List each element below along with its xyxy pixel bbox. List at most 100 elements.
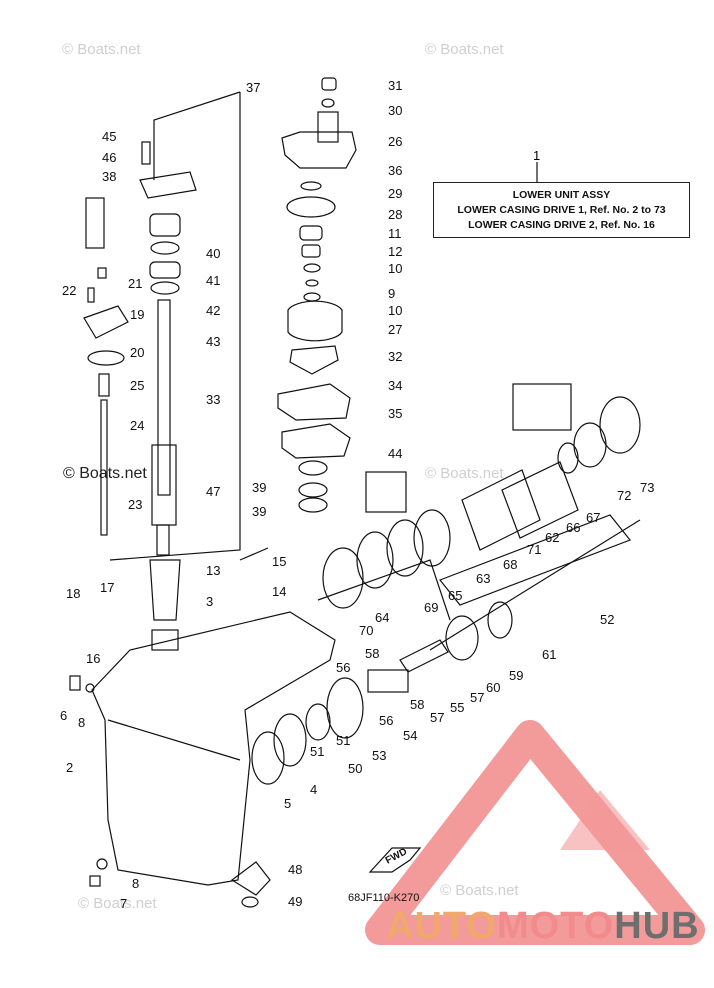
callout: 45 [102,129,116,144]
part-4 [273,713,307,767]
part-26-housing [281,131,357,169]
brand-part-hub: HUB [614,905,700,947]
watermark: © Boats.net [62,41,141,58]
callout: 10 [388,303,402,318]
callout: 14 [272,584,286,599]
callout: 46 [102,150,116,165]
part-10b [303,292,321,302]
part-53-gear [326,677,364,739]
callout: 67 [586,510,600,525]
part-73 [599,396,641,454]
part-69 [356,531,394,589]
part-49 [241,896,259,908]
callout: 16 [86,651,100,666]
drive-shaft-end [156,524,170,556]
part-51 [305,703,331,741]
callout: 5 [284,796,291,811]
part-8a [85,683,95,693]
callout: 7 [120,896,127,911]
watermark: © Boats.net [425,465,504,482]
part-60 [445,615,479,661]
part-25 [98,373,110,397]
casing-ridge [107,719,241,761]
bracket-52 [429,519,641,651]
leader-shaft [109,92,241,561]
callout: 22 [62,283,76,298]
callout: 56 [336,660,350,675]
callout: 38 [102,169,116,184]
callout: 30 [388,103,402,118]
callout: 17 [100,580,114,595]
callout: 56 [379,713,393,728]
part-21 [97,267,107,279]
part-48 [230,861,271,896]
callout: 65 [448,588,462,603]
callout: 25 [130,378,144,393]
leader-37-38 [153,91,241,180]
callout: 8 [78,715,85,730]
callout: 29 [388,186,402,201]
callout: 21 [128,276,142,291]
callout: 58 [410,697,424,712]
assy-line-drive-2: LOWER CASING DRIVE 2, Ref. No. 16 [468,219,655,231]
part-57 [399,639,449,673]
inset-box-71 [512,383,572,431]
callout: 40 [206,246,220,261]
bracket-64-70 [317,559,451,621]
part-66 [557,442,579,474]
callout: 6 [60,708,67,723]
lower-unit-assy-label: LOWER UNIT ASSY LOWER CASING DRIVE 1, Re… [433,182,690,238]
part-9 [305,279,319,287]
assy-title: LOWER UNIT ASSY [512,189,611,201]
part-43 [150,281,180,295]
callout: 39 [252,480,266,495]
callout: 54 [403,728,417,743]
callout: 2 [66,760,73,775]
callout: 70 [359,623,373,638]
callout: 11 [388,226,402,241]
callout: 20 [130,345,144,360]
part-35-gasket [281,423,351,459]
callout: 50 [348,761,362,776]
assy-line-drive-1: LOWER CASING DRIVE 1, Ref. No. 2 to 73 [457,204,666,216]
watermark: © Boats.net [425,41,504,58]
callout: 41 [206,273,220,288]
part-13 [149,559,181,621]
callout: 57 [430,710,444,725]
callout: 47 [206,484,220,499]
callout: 13 [206,563,220,578]
brand-logo-mark [365,720,705,945]
callout: 51 [310,744,324,759]
callout: 3 [206,594,213,609]
assy-ref-number: 1 [533,148,541,163]
callout: 35 [388,406,402,421]
part-19 [83,305,129,339]
callout: 9 [388,286,395,301]
callout: 53 [372,748,386,763]
callout: 55 [450,700,464,715]
callout: 52 [600,612,614,627]
part-12 [301,244,321,258]
callout: 32 [388,349,402,364]
part-5 [251,731,285,785]
part-41 [150,241,180,255]
watermarks: © Boats.net © Boats.net © Boats.net © Bo… [62,41,519,912]
callout: 51 [336,733,350,748]
callout: 4 [310,782,317,797]
callout: 39 [252,504,266,519]
part-44 [298,460,328,476]
callout: 18 [66,586,80,601]
part-40 [149,213,181,237]
leader-15 [239,547,269,561]
callout: 68 [503,557,517,572]
callout: 62 [545,530,559,545]
callout: 15 [272,554,286,569]
callout: 36 [388,163,402,178]
part-31 [321,77,337,91]
watermark: © Boats.net [63,465,147,482]
part-28 [286,196,336,218]
callout: 37 [246,80,260,95]
part-30 [321,98,335,108]
callout: 73 [640,480,654,495]
part-23-rod [100,399,108,536]
